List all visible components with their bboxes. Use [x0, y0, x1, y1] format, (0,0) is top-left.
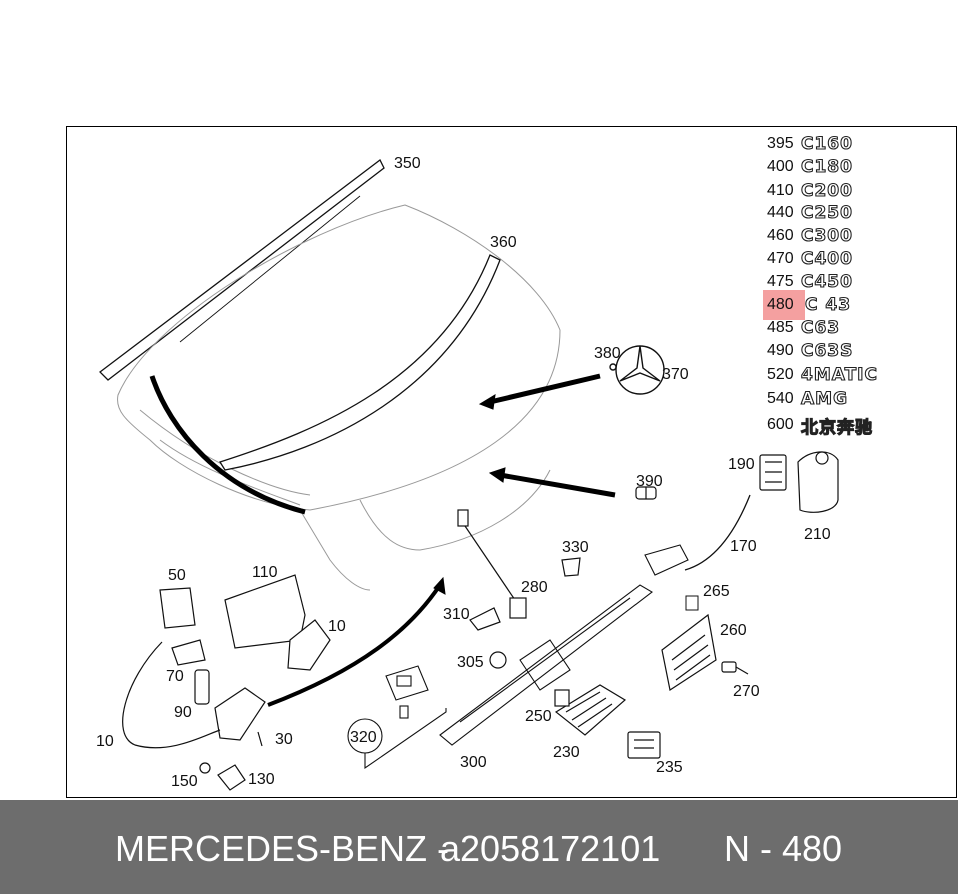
legend-row: 395 C160 — [767, 133, 853, 155]
callout-250: 250 — [525, 708, 552, 725]
legend-badge: 北京奔驰 — [800, 417, 873, 438]
plug-390 — [635, 486, 657, 500]
callout-110: 110 — [252, 564, 278, 581]
sticker-320 — [347, 665, 447, 770]
legend-number: 475 — [767, 273, 794, 290]
clip-265 — [685, 595, 699, 611]
legend-badge: C300 — [800, 225, 853, 246]
legend-row: 520 4MATIC — [767, 364, 878, 386]
lip-spoiler-360 — [219, 254, 501, 471]
legend-badge: C250 — [800, 202, 853, 223]
callout-330: 330 — [562, 539, 589, 556]
legend-badge: 4MATIC — [800, 364, 878, 385]
callout-170: 170 — [730, 538, 757, 555]
callout-300: 300 — [460, 754, 487, 771]
callout-235: 235 — [656, 759, 683, 776]
cable-10 — [122, 641, 221, 749]
legend-row: 540 AMG — [767, 388, 848, 410]
legend-badge: C63S — [800, 340, 854, 361]
handle-bar-300 — [439, 544, 689, 746]
footer-bar: MERCEDES-BENZ - a2058172101 N - 480 — [0, 800, 958, 894]
callout-10a: 10 — [328, 618, 346, 635]
legend-row: 600 北京奔驰 — [767, 414, 873, 438]
callout-350: 350 — [394, 155, 421, 172]
legend-row: 490 C63S — [767, 340, 853, 362]
legend-badge: AMG — [800, 388, 849, 409]
callout-50: 50 — [168, 567, 186, 584]
callout-280: 280 — [521, 579, 548, 596]
callout-390: 390 — [636, 473, 663, 490]
legend-number: 540 — [767, 390, 794, 407]
callout-380: 380 — [594, 345, 621, 362]
legend-badge: C400 — [800, 248, 853, 269]
plate-260 — [661, 613, 717, 691]
legend-number: 400 — [767, 158, 794, 175]
legend-number: 460 — [767, 227, 794, 244]
legend-number: 485 — [767, 319, 794, 336]
callout-210: 210 — [804, 526, 831, 543]
callout-305: 305 — [457, 654, 484, 671]
housing-210 — [797, 451, 839, 513]
legend-number: 600 — [767, 416, 794, 433]
legend-number: 410 — [767, 182, 794, 199]
actuator-190 — [759, 454, 787, 491]
lock-parts-left — [159, 574, 331, 791]
legend-badge: C200 — [800, 180, 853, 201]
callout-270: 270 — [733, 683, 760, 700]
callout-150: 150 — [171, 773, 198, 790]
legend-number: 520 — [767, 366, 794, 383]
legend-badge: C180 — [800, 156, 853, 177]
connector-235 — [627, 731, 661, 759]
footer-brand: MERCEDES-BENZ - — [115, 828, 450, 869]
screw-270 — [721, 661, 749, 675]
callout-360: 360 — [490, 234, 517, 251]
callout-190: 190 — [728, 456, 755, 473]
legend-row: 410 C200 — [767, 180, 853, 202]
callout-70: 70 — [166, 668, 184, 685]
legend-number: 440 — [767, 204, 794, 221]
legend-number: 470 — [767, 250, 794, 267]
star-emblem-370 — [609, 345, 665, 395]
legend-badge: C160 — [800, 133, 853, 154]
seal-strip — [149, 375, 306, 515]
arrows — [267, 373, 616, 707]
callout-370: 370 — [662, 366, 689, 383]
legend-number: 395 — [767, 135, 794, 152]
cable-170 — [684, 494, 751, 571]
callout-320: 320 — [350, 729, 377, 746]
callout-230: 230 — [553, 744, 580, 761]
cable-280 — [457, 509, 527, 619]
legend-badge: C 43 — [804, 294, 852, 315]
legend-row: 470 C400 — [767, 248, 853, 270]
small-parts — [469, 557, 581, 669]
spoiler-350 — [99, 159, 385, 381]
footer-part-number: a2058172101 — [440, 828, 661, 869]
legend-number: 490 — [767, 342, 794, 359]
callout-310: 310 — [443, 606, 470, 623]
legend-row: 475 C450 — [767, 271, 853, 293]
bracket-250 — [554, 689, 570, 707]
callout-90: 90 — [174, 704, 192, 721]
legend-badge: C450 — [800, 271, 853, 292]
camera-230 — [554, 684, 627, 736]
legend-row: 440 C250 — [767, 202, 853, 224]
legend-row: 460 C300 — [767, 225, 853, 247]
callout-10b: 10 — [96, 733, 114, 750]
legend-row: 400 C180 — [767, 156, 853, 178]
legend-badge: C63 — [800, 317, 841, 338]
footer-reference: N - 480 — [724, 828, 843, 869]
callout-130: 130 — [248, 771, 275, 788]
legend-row: 485 C63 — [767, 317, 840, 339]
callout-265: 265 — [703, 583, 730, 600]
callout-30: 30 — [275, 731, 293, 748]
callout-labels: 350 360 380 370 390 190 210 170 330 280 … — [96, 155, 831, 790]
callout-260: 260 — [720, 622, 747, 639]
legend-number: 480 — [763, 290, 805, 320]
